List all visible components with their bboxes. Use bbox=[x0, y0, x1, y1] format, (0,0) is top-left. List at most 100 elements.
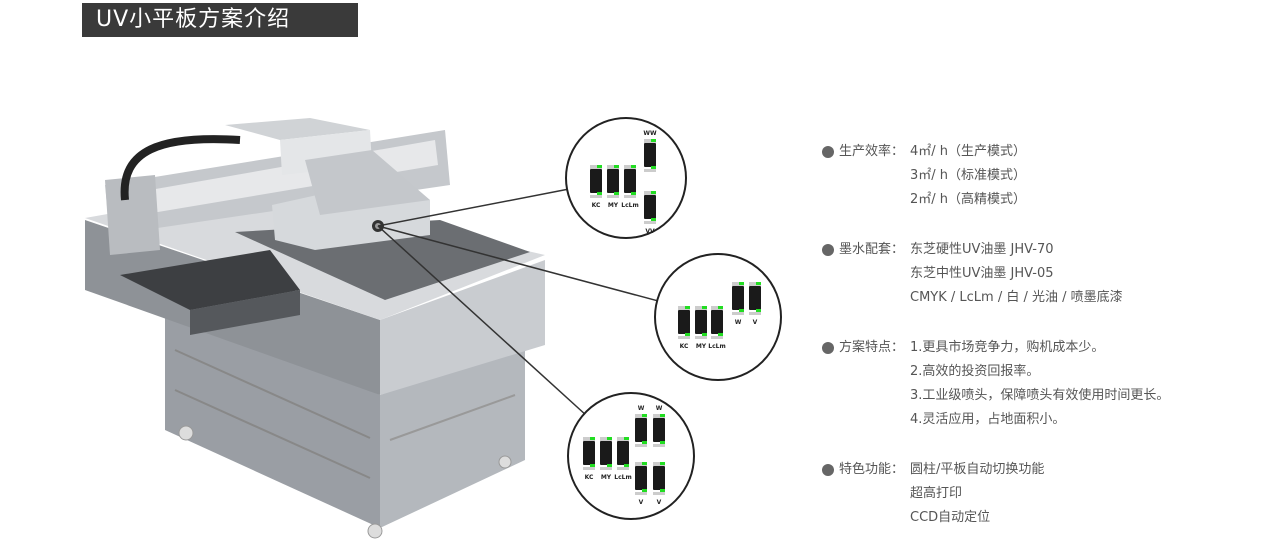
spec-value: CMYK / LcLm / 白 / 光油 / 喷墨底漆 bbox=[910, 290, 1123, 305]
printhead: KC bbox=[590, 165, 602, 209]
printhead-led bbox=[702, 306, 707, 309]
printhead-led bbox=[739, 282, 744, 285]
printhead-connector bbox=[749, 312, 761, 315]
printhead: MY bbox=[695, 306, 707, 350]
printhead-connector bbox=[590, 165, 602, 169]
printhead-led bbox=[607, 464, 612, 467]
printhead-led bbox=[651, 166, 656, 169]
bullet-icon bbox=[822, 244, 834, 256]
spec-value: 4㎡/ h（生产模式） bbox=[910, 144, 1027, 159]
printhead-connector bbox=[617, 467, 629, 470]
printhead-label: LcLm bbox=[614, 474, 631, 481]
printhead-connector bbox=[711, 306, 723, 310]
printhead-connector bbox=[635, 414, 647, 418]
bullet-icon bbox=[822, 342, 834, 354]
spec-value: 3㎡/ h（标准模式） bbox=[910, 168, 1027, 183]
printhead: W bbox=[732, 282, 744, 326]
spec-value: 1.更具市场竞争力，购机成本少。 bbox=[910, 340, 1105, 355]
printhead-body bbox=[695, 310, 707, 334]
printhead-label: W bbox=[656, 405, 663, 412]
printhead-label: MY bbox=[696, 343, 707, 350]
printhead: W bbox=[653, 405, 665, 447]
spec-value: 超高打印 bbox=[910, 486, 963, 501]
printhead-led bbox=[590, 464, 595, 467]
printhead-connector bbox=[678, 306, 690, 310]
printhead-led bbox=[718, 333, 723, 336]
bullet-icon bbox=[822, 146, 834, 158]
printhead: VV bbox=[644, 191, 656, 235]
printhead: LcLm bbox=[614, 437, 632, 481]
callout-leader-line bbox=[377, 188, 568, 227]
printhead-led bbox=[642, 414, 647, 417]
printhead: W bbox=[635, 405, 647, 447]
printhead-connector bbox=[644, 221, 656, 224]
printhead-label: MY bbox=[601, 474, 612, 481]
printhead-label: KC bbox=[592, 202, 601, 209]
spec-value: 4.灵活应用，占地面积小。 bbox=[910, 412, 1066, 427]
printhead-connector bbox=[653, 492, 665, 495]
printhead-connector bbox=[678, 336, 690, 339]
printhead-led bbox=[590, 437, 595, 440]
spec-value: CCD自动定位 bbox=[910, 510, 991, 525]
printhead-label: WW bbox=[643, 130, 657, 137]
printhead-body bbox=[678, 310, 690, 334]
spec-list: 生产效率：4㎡/ h（生产模式）3㎡/ h（标准模式）2㎡/ h（高精模式）墨水… bbox=[822, 140, 1169, 556]
spec-label: 方案特点： bbox=[839, 340, 905, 355]
printhead-label: LcLm bbox=[708, 343, 725, 350]
printhead: WW bbox=[643, 130, 657, 172]
printhead-connector bbox=[644, 139, 656, 143]
printhead-connector bbox=[711, 336, 723, 339]
printhead-body bbox=[749, 286, 761, 310]
printhead-body bbox=[617, 441, 629, 465]
printhead-led bbox=[702, 333, 707, 336]
printhead-led bbox=[607, 437, 612, 440]
printhead-connector bbox=[653, 462, 665, 466]
printhead-led bbox=[651, 139, 656, 142]
printhead-led bbox=[660, 462, 665, 465]
printhead-connector bbox=[635, 462, 647, 466]
printhead-body bbox=[635, 418, 647, 442]
printhead-connector bbox=[653, 444, 665, 447]
uv-flatbed-printer bbox=[85, 118, 545, 539]
printhead-body bbox=[644, 143, 656, 167]
printhead-body bbox=[607, 169, 619, 193]
printhead-label: W bbox=[638, 405, 645, 412]
callout-leader-line bbox=[377, 225, 658, 302]
printhead-label: W bbox=[735, 319, 742, 326]
printhead-connector bbox=[624, 195, 636, 198]
printhead-led bbox=[614, 192, 619, 195]
printhead-connector bbox=[749, 282, 761, 286]
printhead-connector bbox=[695, 306, 707, 310]
spec-value: 3.工业级喷头，保障喷头有效使用时间更长。 bbox=[910, 388, 1170, 403]
callout-leader-line bbox=[377, 225, 585, 415]
page-title: UV小平板方案介绍 bbox=[82, 3, 358, 37]
spec-section: 方案特点：1.更具市场竞争力，购机成本少。2.高效的投资回报率。3.工业级喷头，… bbox=[822, 336, 1169, 432]
printhead-body bbox=[653, 418, 665, 442]
printhead-led bbox=[614, 165, 619, 168]
printhead-connector bbox=[644, 191, 656, 195]
printhead-connector bbox=[695, 336, 707, 339]
printhead: MY bbox=[607, 165, 619, 209]
printhead-led bbox=[660, 489, 665, 492]
spec-value: 圆柱/平板自动切换功能 bbox=[910, 462, 1045, 477]
printhead: V bbox=[635, 462, 647, 506]
printhead: V bbox=[653, 462, 665, 506]
spec-label: 生产效率： bbox=[839, 144, 905, 159]
printhead-led bbox=[739, 309, 744, 312]
printhead-body bbox=[653, 466, 665, 490]
printhead-connector bbox=[607, 195, 619, 198]
printhead-connector bbox=[635, 492, 647, 495]
printhead-body bbox=[732, 286, 744, 310]
printhead-connector bbox=[653, 414, 665, 418]
printhead-label: V bbox=[657, 499, 662, 506]
printhead-led bbox=[597, 192, 602, 195]
printhead: LcLm bbox=[621, 165, 639, 209]
printhead-led bbox=[642, 489, 647, 492]
printhead-led bbox=[624, 464, 629, 467]
printhead-body bbox=[635, 466, 647, 490]
spec-label: 特色功能： bbox=[839, 462, 905, 477]
printhead: LcLm bbox=[708, 306, 726, 350]
printhead-led bbox=[624, 437, 629, 440]
printhead-label: VV bbox=[645, 228, 655, 235]
